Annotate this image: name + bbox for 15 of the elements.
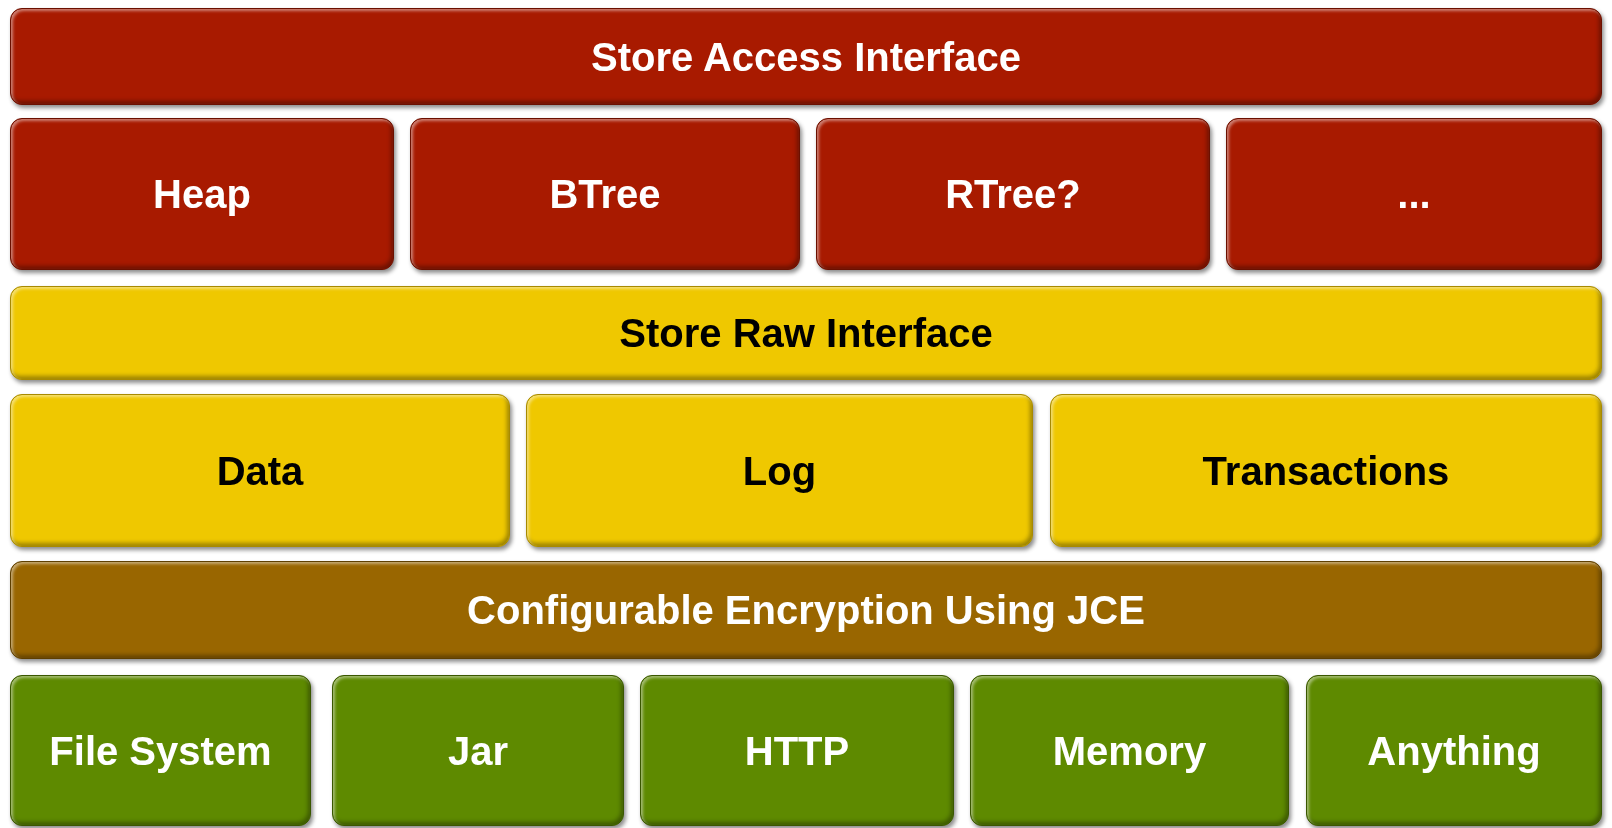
component-block: Log xyxy=(526,394,1033,547)
component-block: ... xyxy=(1226,118,1602,270)
storage-block: Memory xyxy=(970,675,1289,826)
component-block: BTree xyxy=(410,118,800,270)
component-block: Transactions xyxy=(1050,394,1602,547)
encryption-layer-bar: Configurable Encryption Using JCE xyxy=(10,561,1602,659)
component-block: Data xyxy=(10,394,510,547)
storage-block: Anything xyxy=(1306,675,1602,826)
storage-block: HTTP xyxy=(640,675,954,826)
component-block: RTree? xyxy=(816,118,1210,270)
storage-block: Jar xyxy=(332,675,624,826)
component-block: Heap xyxy=(10,118,394,270)
interface-layer-bar: Store Raw Interface xyxy=(10,286,1602,380)
storage-block: File System xyxy=(10,675,311,826)
interface-layer-bar: Store Access Interface xyxy=(10,8,1602,105)
